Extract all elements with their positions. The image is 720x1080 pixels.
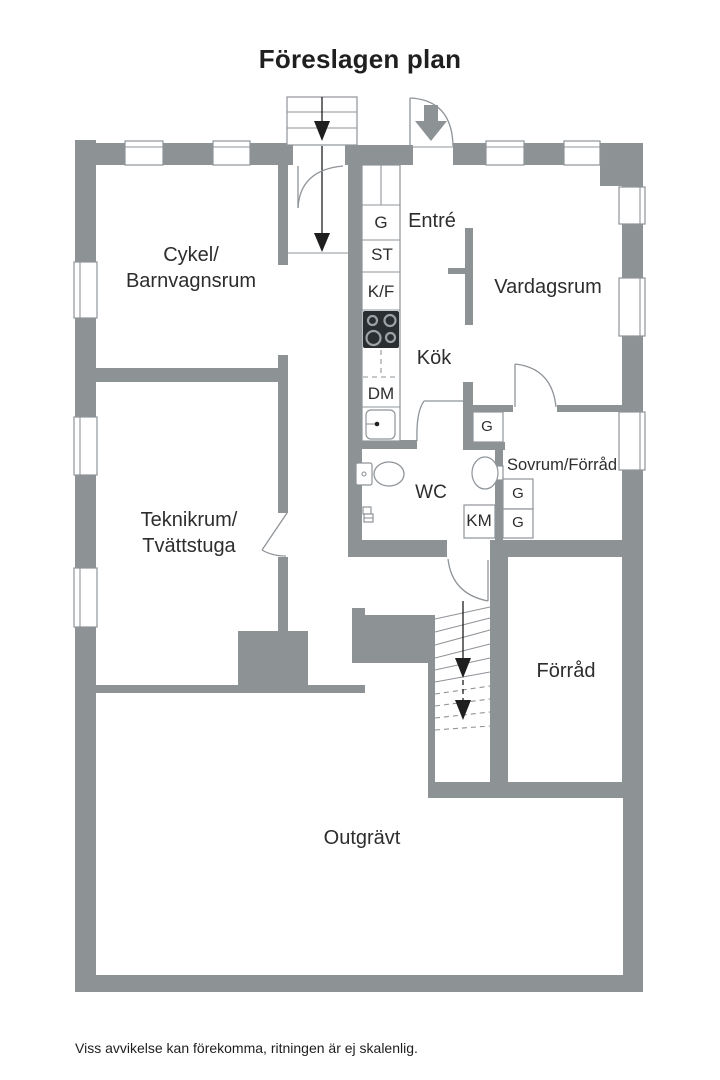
window-top-3 xyxy=(485,140,525,166)
room-label-wc: WC xyxy=(415,482,447,503)
fixture-label-wardrobe-hall: G xyxy=(374,213,388,232)
wall-stairhall-left-a xyxy=(278,162,288,265)
wall-stub-kok xyxy=(463,382,473,445)
stair-down-arrow-icon xyxy=(314,233,330,252)
wall-top-mid xyxy=(345,145,413,165)
fixture-label-wardrobe-1: G xyxy=(512,485,524,502)
fixture-label-wardrobe-small: G xyxy=(481,418,493,435)
stairhall-door-arc xyxy=(297,165,344,209)
wall-sovrum-left xyxy=(495,443,503,540)
window-right-2 xyxy=(618,277,646,337)
wall-vardagsrum-bottom-b xyxy=(557,405,622,412)
wall-stairblock-b xyxy=(365,615,435,663)
wall-stairhall-left-c xyxy=(278,557,288,638)
closets xyxy=(463,411,534,539)
room-label-kok: Kök xyxy=(416,347,452,369)
toilet-icon xyxy=(355,461,405,487)
kitchen-door-arc xyxy=(416,400,425,442)
room-label-sovrum-forrad: Sovrum/Förråd xyxy=(506,456,618,474)
window-right-3 xyxy=(618,411,646,471)
wall-right xyxy=(622,165,643,798)
basement-stairs xyxy=(434,601,491,731)
disclaimer-text: Viss avvikelse kan förekomma, ritningen … xyxy=(75,1040,418,1056)
floor-drain-icon xyxy=(362,506,374,523)
wall-stairlow-left xyxy=(428,663,435,782)
teknikrum-door-leaf xyxy=(261,512,288,551)
closet-g-small xyxy=(472,411,504,443)
stair-down-arrow-icon xyxy=(314,121,330,141)
windows xyxy=(73,140,646,628)
wall-entre-partition-tick xyxy=(448,268,465,274)
wall-stair-right xyxy=(490,545,508,782)
wall-gcloset-bottom xyxy=(463,442,505,450)
washbasin-icon xyxy=(471,456,504,490)
window-left-2 xyxy=(73,416,98,476)
fixture-label-wardrobe-2: G xyxy=(512,514,524,531)
entrance-arrow-icon xyxy=(415,105,447,141)
teknikrum-door-arc xyxy=(261,549,287,557)
stair-down-arrow-icon xyxy=(455,700,471,720)
window-top-2 xyxy=(212,140,251,166)
entrance-door xyxy=(409,97,454,148)
wall-vardagsrum-bottom-a xyxy=(473,405,513,412)
wall-teknikrum-bottom xyxy=(96,685,365,693)
window-right-1 xyxy=(618,186,646,225)
wall-sovrum-bottom xyxy=(490,540,622,557)
interior-doors xyxy=(261,363,557,602)
room-label-outgravt: Outgrävt xyxy=(323,827,401,849)
wall-bottom xyxy=(75,975,643,992)
sovrum-door-arc xyxy=(514,363,557,408)
entrance-door-arc xyxy=(409,97,454,147)
wall-left xyxy=(75,140,96,992)
wc-fixtures xyxy=(355,456,504,523)
window-left-1 xyxy=(73,261,98,319)
wall-corridor-right xyxy=(348,165,362,557)
room-label-entre: Entré xyxy=(408,210,456,232)
kitchen-sink-icon xyxy=(365,409,396,440)
wall-stairblock-a xyxy=(352,608,365,663)
kitchen-fixtures xyxy=(361,164,463,442)
fixture-label-cleaning-closet: ST xyxy=(371,245,393,264)
wall-stairhall-left-b xyxy=(278,355,288,513)
kitchen-counter-run xyxy=(361,164,401,442)
wall-chimney-pillar xyxy=(238,631,308,692)
wall-right-low xyxy=(623,798,643,975)
stove-icon xyxy=(363,311,399,348)
wall-cykel-teknikrum xyxy=(96,368,285,382)
fixture-label-washing-machine: KM xyxy=(466,511,492,530)
window-top-1 xyxy=(124,140,164,166)
window-top-4 xyxy=(563,140,601,166)
wall-entre-partition xyxy=(465,228,473,325)
page-title: Föreslagen plan xyxy=(258,44,462,74)
room-label-forrad: Förråd xyxy=(536,660,596,682)
window-left-3 xyxy=(73,567,98,628)
room-label-cykel: Cykel/ Barnvagnsrum xyxy=(125,244,257,292)
wall-bottom-mid xyxy=(428,782,624,798)
fixture-label-dishwasher: DM xyxy=(367,384,395,403)
washing-machine-box xyxy=(463,504,496,539)
closet-g-2 xyxy=(502,508,534,539)
wall-wc-bottom xyxy=(352,540,447,557)
room-label-teknikrum: Teknikrum/ Tvättstuga xyxy=(140,509,238,557)
entry-stairs xyxy=(286,96,358,254)
stair-down-arrow-icon xyxy=(455,658,471,678)
room-label-vardagsrum: Vardagsrum xyxy=(494,276,602,298)
fixture-label-fridge-freezer: K/F xyxy=(367,282,395,301)
basement-door-arc xyxy=(447,558,489,602)
wall-kok-bottom xyxy=(350,440,417,449)
